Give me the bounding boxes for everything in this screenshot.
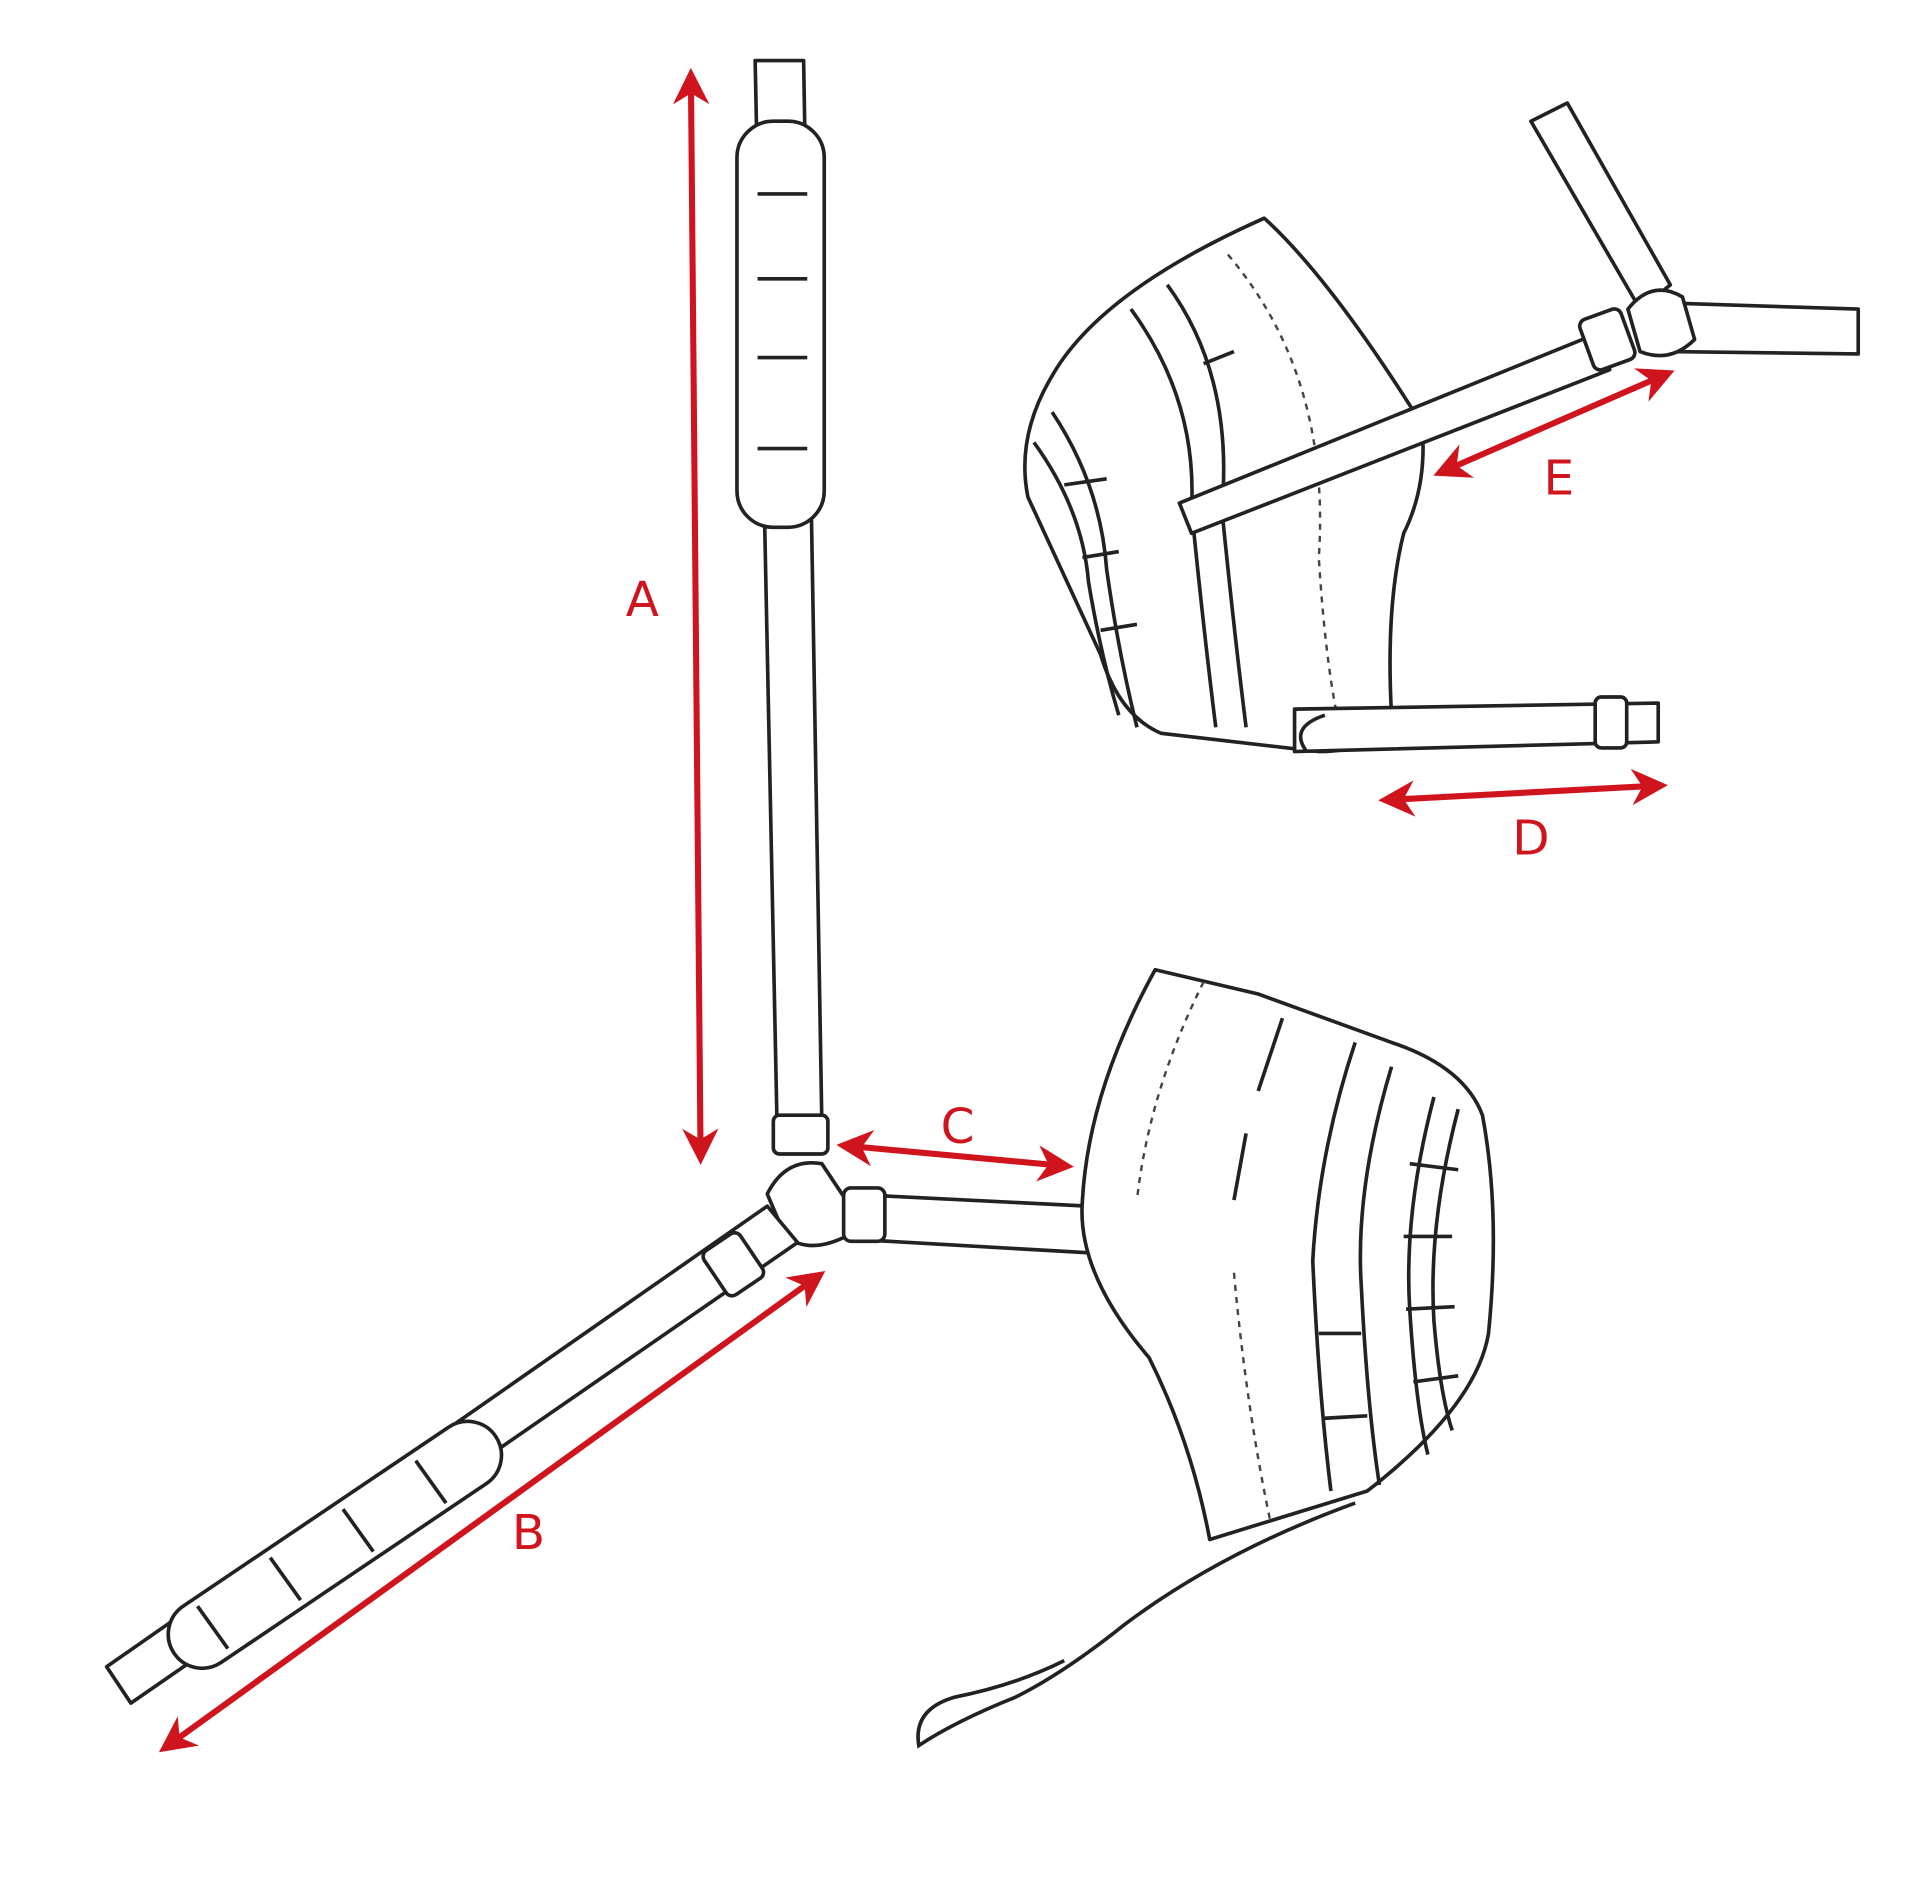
strap-b: [104, 1204, 800, 1705]
buckle: [1593, 695, 1629, 750]
dimension-arrow-c: [836, 1130, 1074, 1182]
label-a: A: [626, 572, 659, 628]
dimension-arrow-b: [158, 1270, 826, 1753]
dimension-arrow-e: [1433, 368, 1675, 478]
dimension-arrow-a: [672, 67, 719, 1165]
label-b: B: [512, 1505, 545, 1561]
muzzle-lower: [916, 967, 1496, 1749]
buckle: [771, 1113, 830, 1156]
label-d: D: [1512, 811, 1549, 867]
strap-a: [735, 58, 830, 1156]
dimension-arrow-d: [1378, 768, 1668, 817]
leash-cord: [916, 1501, 1356, 1749]
label-e: E: [1544, 451, 1575, 507]
muzzle-upper: [1023, 101, 1861, 754]
buckle: [1577, 307, 1637, 372]
buckle: [841, 1186, 887, 1244]
label-c: C: [941, 1099, 975, 1155]
